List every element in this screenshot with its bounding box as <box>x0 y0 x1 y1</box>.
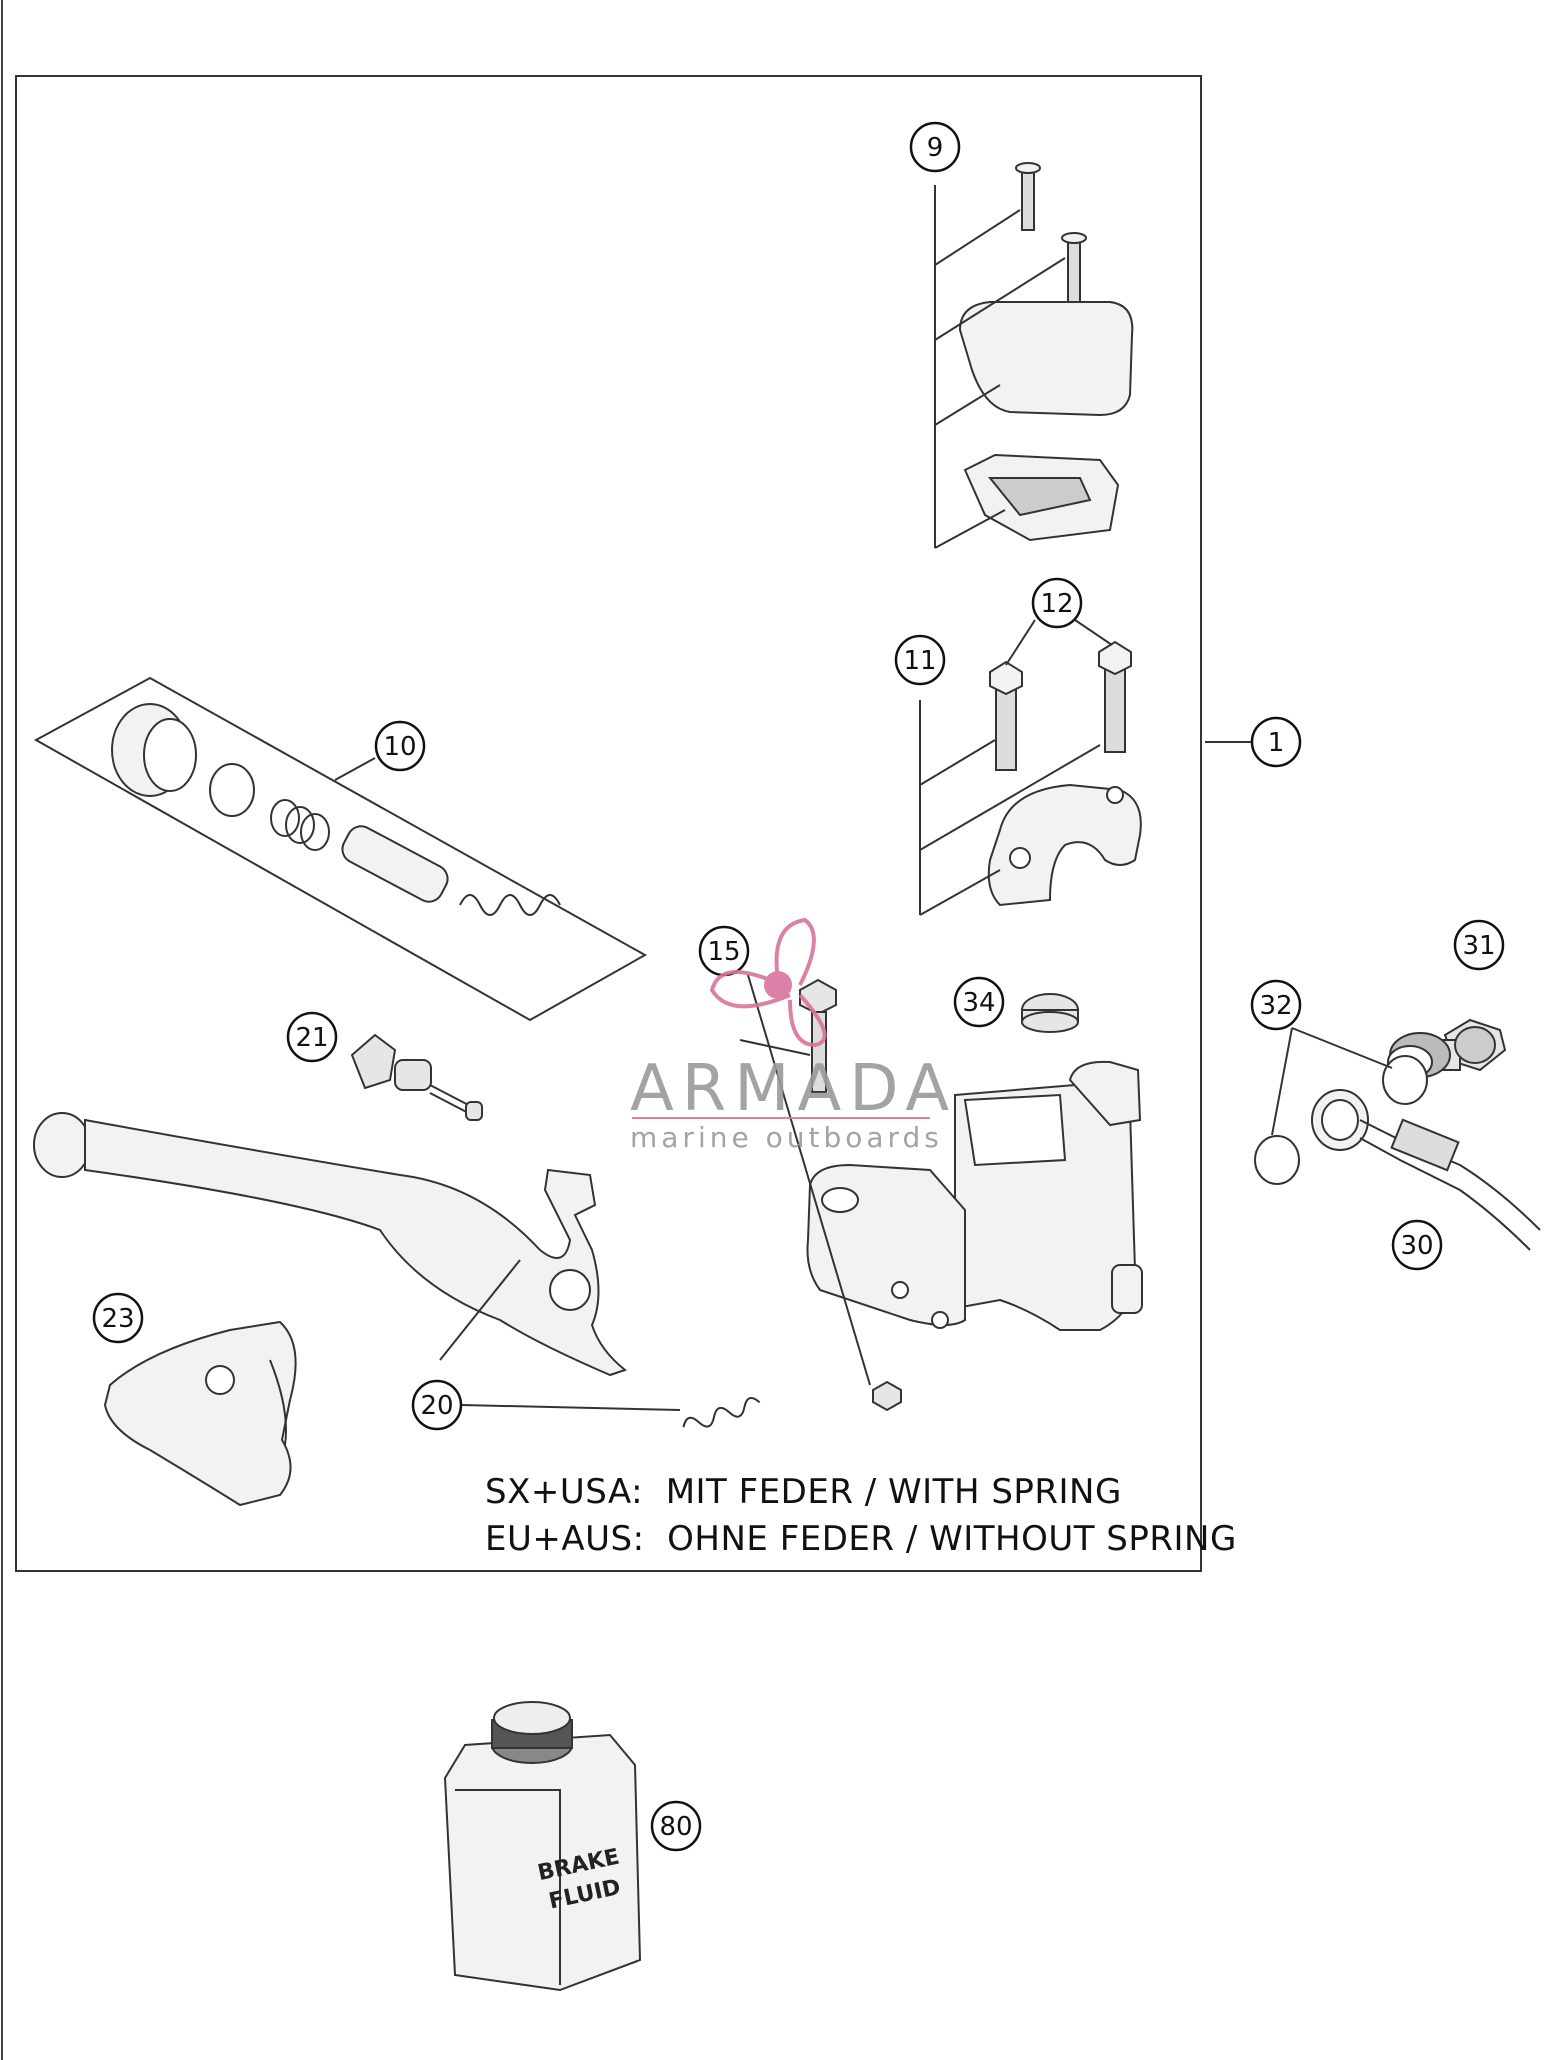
part-23-guard <box>103 1320 297 1507</box>
callout-23: 23 <box>101 1304 134 1334</box>
part-80-brake-fluid <box>443 1701 642 1992</box>
part-21-adjuster <box>350 1033 483 1121</box>
callout-21-circle <box>286 1011 338 1063</box>
callout-31-circle <box>1453 919 1505 971</box>
part-10-piston-kit <box>33 676 648 1022</box>
part-11-12-clamp <box>919 619 1142 916</box>
callout-15: 15 <box>707 937 740 967</box>
watermark-brand: ARMADA <box>630 1052 957 1126</box>
callout-32: 32 <box>1259 991 1292 1021</box>
part-30-31-32-hose <box>1254 1018 1541 1251</box>
callout-20: 20 <box>420 1391 453 1421</box>
callout-30: 30 <box>1400 1231 1433 1261</box>
part-20-lever <box>33 1112 761 1428</box>
callout-9-circle <box>909 121 961 173</box>
callout-11: 11 <box>903 646 936 676</box>
watermark-tagline: marine outboards <box>630 1121 943 1154</box>
callout-23-circle <box>92 1292 144 1344</box>
propeller-logo-icon <box>709 917 827 1048</box>
callout-34-circle <box>953 976 1005 1028</box>
callout-31: 31 <box>1462 931 1495 961</box>
part-34-plug <box>1021 993 1079 1033</box>
callout-labels: 9 10 11 12 1 15 34 31 32 21 30 23 20 80 <box>101 133 1495 1842</box>
callout-80-circle <box>650 1800 702 1852</box>
assembly-frame <box>15 75 1202 1572</box>
note-line-2: EU+AUS: OHNE FEDER / WITHOUT SPRING <box>485 1519 1237 1559</box>
watermark: ARMADA marine outboards <box>630 917 957 1154</box>
callout-1: 1 <box>1268 728 1285 758</box>
master-cylinder-body <box>806 1060 1143 1331</box>
callout-11-circle <box>894 634 946 686</box>
callout-30-circle <box>1391 1219 1443 1271</box>
note-line-1: SX+USA: MIT FEDER / WITH SPRING <box>485 1472 1122 1512</box>
callout-12: 12 <box>1040 589 1073 619</box>
callouts <box>92 121 1505 1852</box>
callout-10-circle <box>374 720 426 772</box>
callout-12-circle <box>1031 577 1083 629</box>
callout-80: 80 <box>659 1812 692 1842</box>
callout-32-circle <box>1250 979 1302 1031</box>
part-9-reservoir-cover <box>934 162 1134 549</box>
spring-notes: SX+USA: MIT FEDER / WITH SPRING EU+AUS: … <box>485 1472 1237 1559</box>
callout-9: 9 <box>927 133 944 163</box>
callout-20-circle <box>411 1379 463 1431</box>
callout-10: 10 <box>383 732 416 762</box>
callout-21: 21 <box>295 1023 328 1053</box>
callout-1-circle <box>1250 716 1302 768</box>
callout-34: 34 <box>962 988 995 1018</box>
